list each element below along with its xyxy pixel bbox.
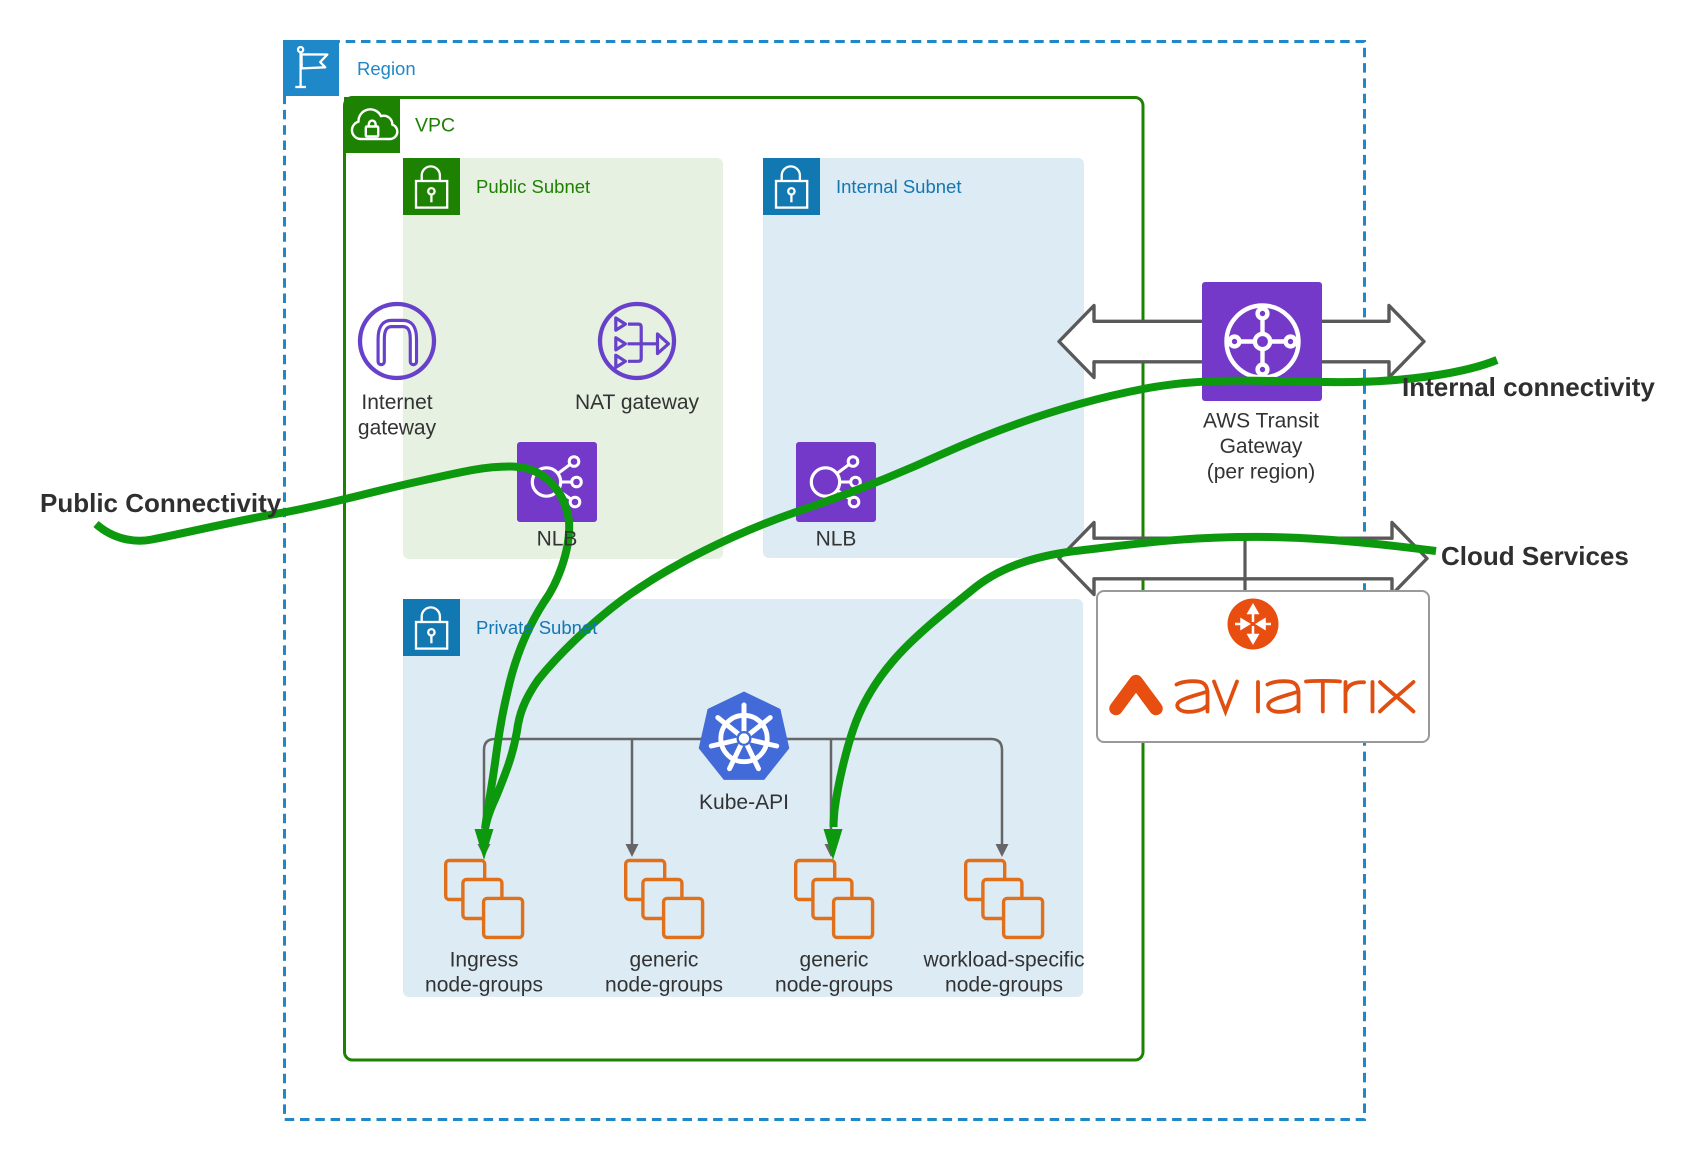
svg-text:NLB: NLB: [537, 528, 578, 551]
svg-text:VPC: VPC: [415, 115, 455, 137]
svg-text:Private Subnet: Private Subnet: [476, 617, 597, 638]
svg-text:NAT gateway: NAT gateway: [575, 391, 700, 414]
svg-text:node-groups: node-groups: [945, 974, 1063, 997]
svg-text:AWS Transit: AWS Transit: [1203, 410, 1319, 433]
svg-text:Internet: Internet: [361, 391, 432, 414]
svg-text:gateway: gateway: [358, 417, 437, 440]
svg-text:generic: generic: [800, 949, 869, 972]
svg-text:generic: generic: [630, 949, 699, 972]
svg-text:Internal Subnet: Internal Subnet: [836, 176, 961, 197]
svg-text:Ingress: Ingress: [450, 949, 519, 972]
svg-text:Gateway: Gateway: [1220, 435, 1303, 458]
svg-text:Kube-API: Kube-API: [699, 791, 789, 814]
svg-text:Public Subnet: Public Subnet: [476, 176, 590, 197]
svg-text:workload-specific: workload-specific: [922, 949, 1084, 972]
svg-text:node-groups: node-groups: [425, 974, 543, 997]
svg-text:Cloud Services: Cloud Services: [1441, 541, 1629, 571]
svg-text:Region: Region: [357, 58, 416, 79]
svg-text:node-groups: node-groups: [605, 974, 723, 997]
svg-text:Public Connectivity: Public Connectivity: [40, 488, 282, 518]
svg-text:Internal connectivity: Internal connectivity: [1402, 372, 1655, 402]
svg-text:NLB: NLB: [816, 528, 857, 551]
svg-text:(per region): (per region): [1207, 461, 1316, 484]
svg-text:node-groups: node-groups: [775, 974, 893, 997]
